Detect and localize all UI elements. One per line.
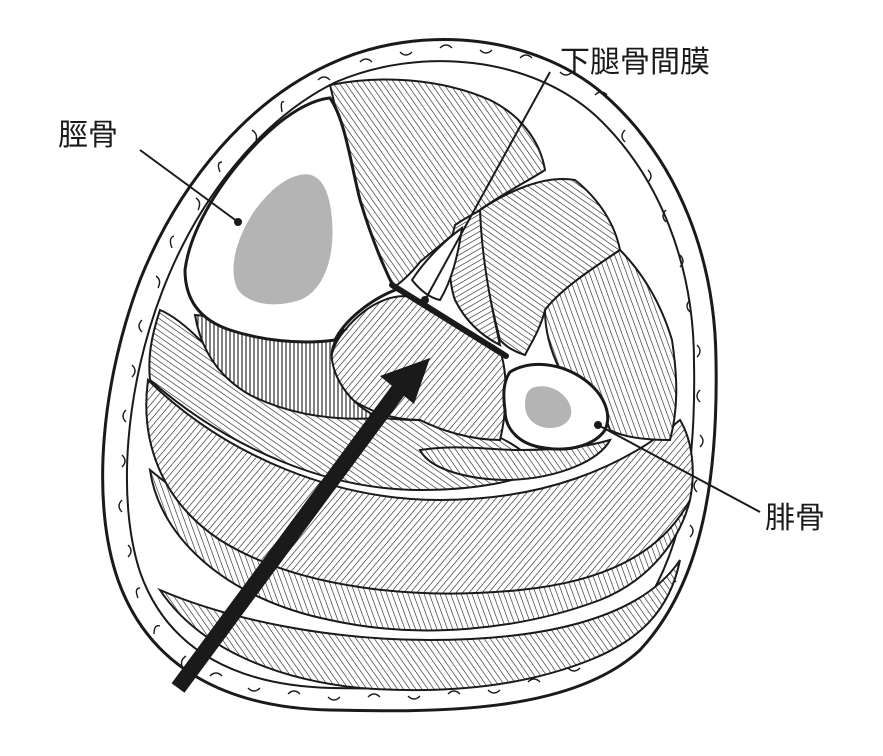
approach-arrow-head — [380, 358, 430, 404]
label-tibia: 脛骨 — [58, 118, 118, 153]
label-fibula: 腓骨 — [765, 501, 825, 536]
label-interosseous-membrane: 下腿骨間膜 — [560, 45, 710, 80]
fibula-leader-line — [597, 424, 761, 513]
fibula-marrow — [525, 386, 572, 428]
intermuscular-space — [410, 225, 464, 302]
muscle-gastrocnemius — [157, 559, 681, 692]
tibia-leader-line — [139, 149, 239, 223]
tibia-leader-dot — [234, 218, 242, 226]
fibula-leader-dot — [594, 421, 602, 429]
approach-arrow-shaft — [171, 383, 407, 693]
tibia-marrow — [233, 174, 333, 305]
muscle-extensor-hallucis — [448, 207, 502, 347]
membrane-leader-line — [424, 71, 551, 301]
interosseous-membrane — [389, 282, 509, 359]
membrane-leader-dot — [421, 296, 429, 304]
